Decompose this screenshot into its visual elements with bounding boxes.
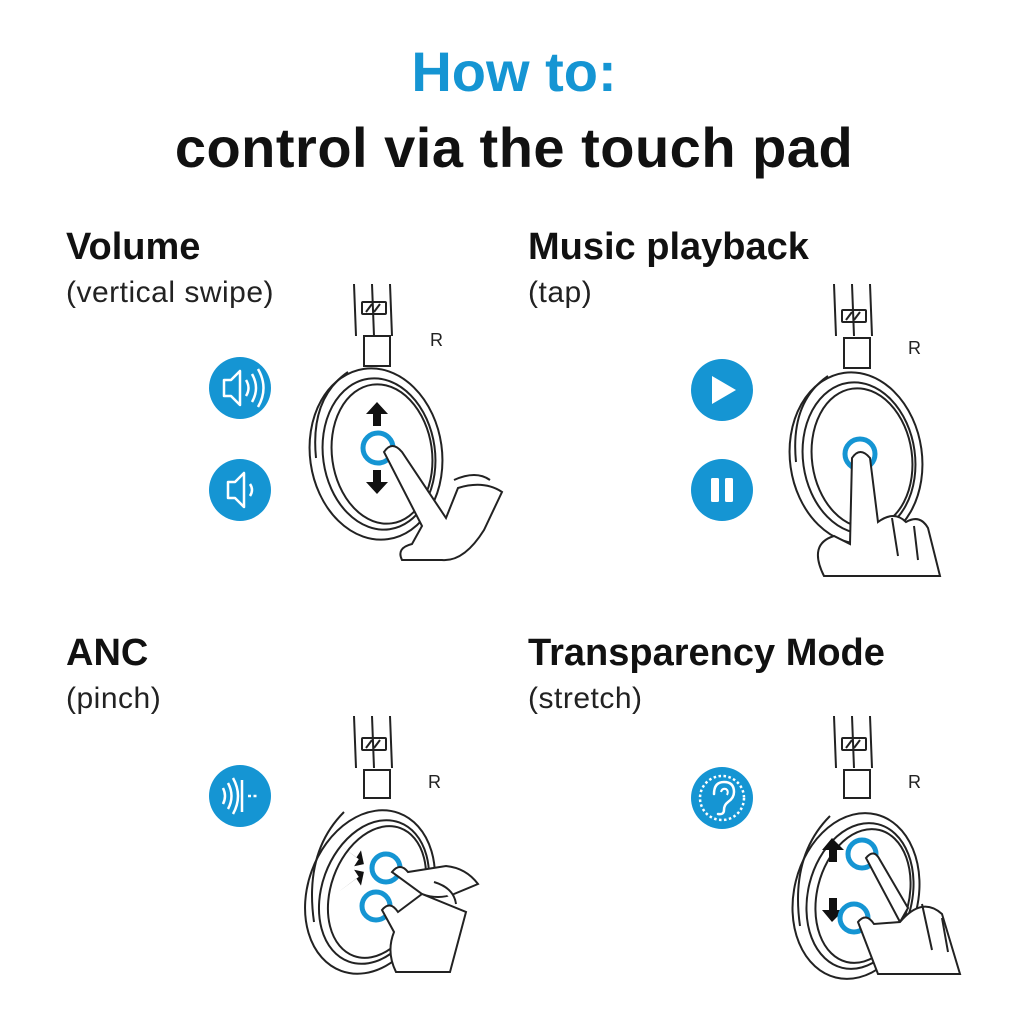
arrow-in-top-icon (339, 844, 364, 867)
arrow-up-icon (822, 838, 844, 862)
arrow-down-icon (366, 470, 388, 494)
gesture-label: (tap) (528, 276, 593, 309)
hand-icon (380, 864, 480, 973)
gesture-label: (stretch) (528, 682, 643, 715)
panel-volume: R Volume (vertical swipe) (66, 226, 566, 606)
arrow-up-icon (366, 402, 388, 426)
gesture-label: (pinch) (66, 682, 162, 715)
gesture-label: (vertical swipe) (66, 276, 275, 309)
finger-icon (382, 445, 504, 562)
music-illustration: R (691, 283, 942, 577)
panel-heading: ANC (66, 632, 149, 674)
transparency-illustration: R (691, 715, 962, 980)
panel-transparency-mode: R Transparency Mode (stretch) (528, 632, 1028, 1012)
ear-side-label: R (428, 772, 441, 792)
headband-icon (833, 283, 873, 369)
arrow-down-icon (822, 898, 844, 922)
volume-up-icon (209, 357, 271, 419)
ear-side-label: R (908, 338, 921, 358)
ear-side-label: R (430, 330, 443, 350)
headband-icon (353, 283, 393, 367)
play-icon (691, 359, 753, 421)
arrow-in-bottom-icon (339, 869, 364, 892)
ear-side-label: R (908, 772, 921, 792)
anc-illustration: R (209, 715, 480, 975)
headband-icon (353, 715, 393, 799)
panel-heading: Volume (66, 226, 201, 268)
title-accent: How to: (411, 40, 617, 103)
headband-icon (833, 715, 873, 799)
volume-down-icon (209, 459, 271, 521)
ear-icon (691, 767, 753, 829)
page-title: control via the touch pad (174, 116, 854, 179)
title-block: How to: control via the touch pad (0, 40, 1028, 180)
panel-anc: R ANC (pinch) (66, 632, 566, 1012)
hand-icon (856, 852, 962, 975)
anc-icon (209, 765, 271, 827)
panel-music-playback: R Music playback (tap) (528, 226, 1028, 606)
finger-icon (816, 451, 942, 577)
pause-icon (691, 459, 753, 521)
ear-cup-icon (308, 367, 444, 541)
panel-heading: Transparency Mode (528, 632, 885, 674)
volume-illustration: R (209, 283, 504, 562)
panel-heading: Music playback (528, 226, 809, 268)
